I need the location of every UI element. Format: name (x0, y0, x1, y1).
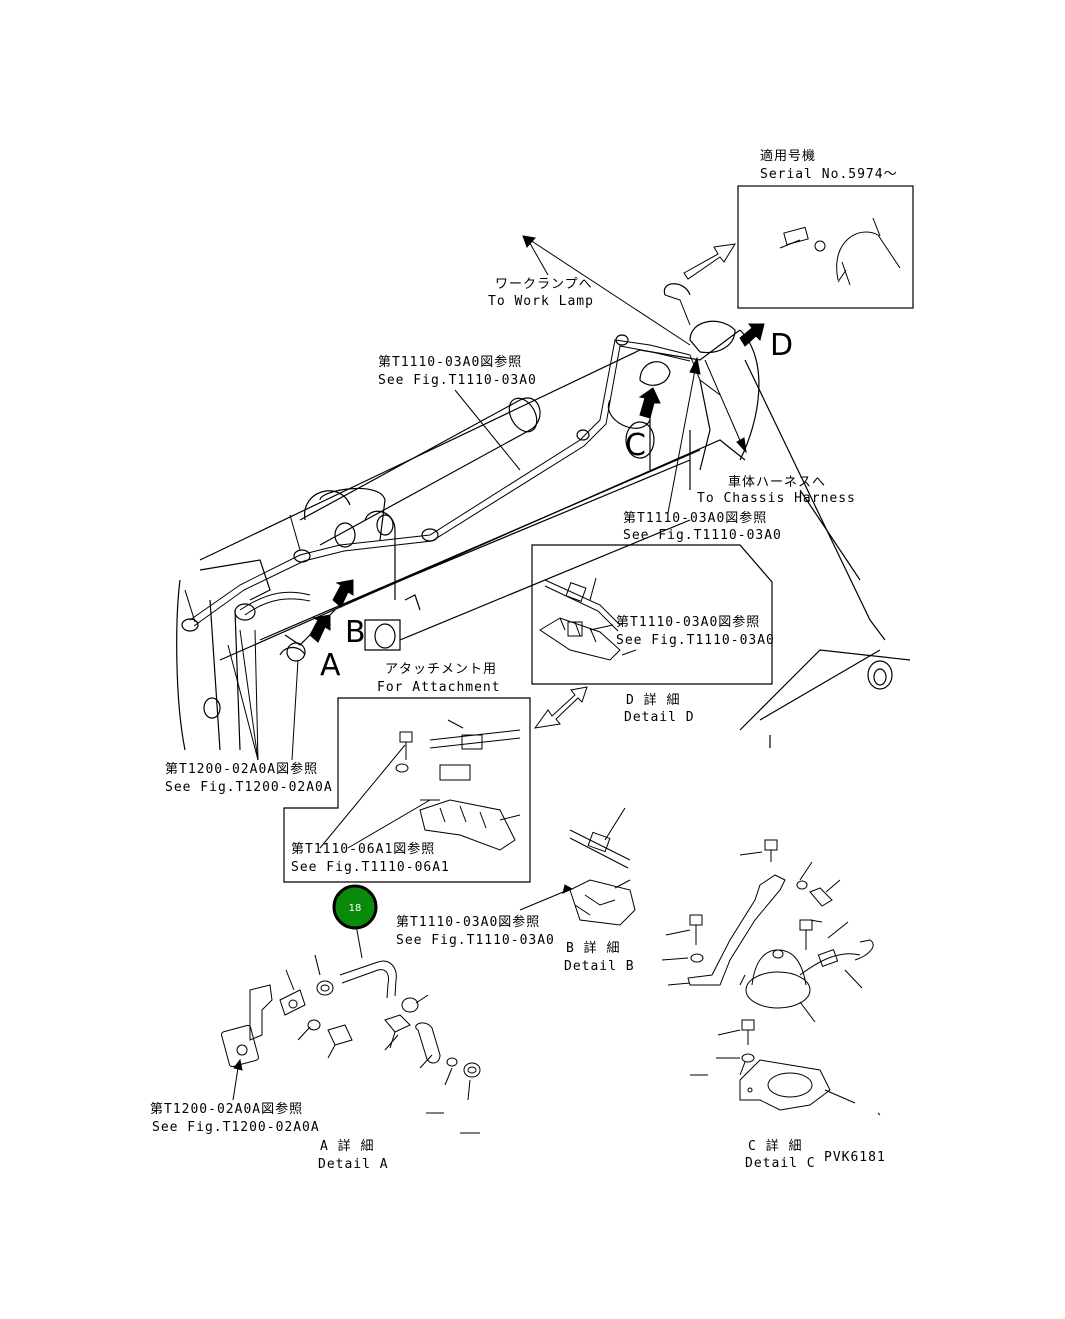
detail-c: C 詳 細 Detail C PVK6181 (661, 839, 886, 1171)
ref-top-en: See Fig.T1110-03A0 (378, 373, 537, 388)
ref-mid-en: See Fig.T1110-03A0 (623, 528, 782, 543)
ref-left-en: See Fig.T1200-02A0A (165, 780, 333, 795)
chassis-arrow-icon (736, 437, 747, 454)
detail-a-label-en: Detail A (318, 1157, 389, 1172)
work-lamp-leader-2 (526, 237, 549, 276)
serial-detail: 適用号機 Serial No.5974〜 (737, 148, 914, 309)
work-lamp-label-en: To Work Lamp (488, 294, 594, 309)
letter-c: C (625, 428, 646, 463)
detail-d: 第T1110-03A0図参照 See Fig.T1110-03A0 D 詳 細 … (531, 544, 775, 725)
ref-left-jp: 第T1200-02A0A図参照 (165, 761, 318, 777)
serial-label-en: Serial No.5974〜 (760, 167, 898, 182)
attachment-detail: 第T1110-06A1図参照 See Fig.T1110-06A1 (283, 697, 531, 883)
detail-c-label-en: Detail C (745, 1156, 816, 1171)
attach-leader-2 (347, 799, 431, 849)
detail-a-label-jp: A 詳 細 (320, 1138, 374, 1154)
ref-attach-jp: 第T1110-06A1図参照 (291, 841, 435, 857)
detail-b-label-en: Detail B (564, 959, 635, 974)
location-arrows (309, 323, 765, 643)
letter-b: B (345, 615, 366, 650)
chassis-label-en: To Chassis Harness (697, 491, 856, 506)
ref-attach-en: See Fig.T1110-06A1 (291, 860, 450, 875)
serial-detail-parts (779, 217, 901, 286)
excavator-main-assembly (176, 283, 911, 751)
detail-c-parts (661, 839, 881, 1116)
detail-d-parts (539, 577, 637, 661)
letter-d: D (770, 328, 793, 363)
detail-b: 第T1110-03A0図参照 See Fig.T1110-03A0 B 詳 細 … (396, 807, 636, 974)
ref-top-jp: 第T1110-03A0図参照 (378, 354, 522, 370)
arrow-c-icon (638, 387, 661, 419)
attach-leader-1 (319, 744, 406, 849)
ref-mid-arrow-icon (689, 356, 701, 375)
arrow-d-icon (739, 323, 765, 347)
ref-detail-b-jp: 第T1110-03A0図参照 (396, 914, 540, 930)
detail-c-label-jp: C 詳 細 (748, 1138, 802, 1154)
detail-d-frame (531, 544, 773, 685)
drawing-code: PVK6181 (824, 1150, 886, 1165)
ref-detail-d-jp: 第T1110-03A0図参照 (616, 614, 760, 630)
detail-b-leader (519, 889, 569, 911)
letter-a: A (320, 648, 341, 683)
detail-a-arrow-icon (233, 1058, 243, 1071)
part-badge-circle[interactable] (332, 884, 378, 930)
ref-detail-a-jp: 第T1200-02A0A図参照 (150, 1101, 303, 1117)
arrow-b-icon (332, 579, 354, 608)
chassis-leader (704, 359, 743, 446)
ref-detail-b-en: See Fig.T1110-03A0 (396, 933, 555, 948)
detail-b-label-jp: B 詳 細 (566, 940, 620, 956)
ref-detail-d-en: See Fig.T1110-03A0 (616, 633, 775, 648)
attachment-label-en: For Attachment (377, 680, 501, 695)
serial-detail-frame (737, 185, 914, 309)
double-arrow-icon (533, 686, 588, 729)
work-lamp-leader (526, 237, 691, 346)
arrow-a-icon (309, 614, 331, 643)
work-lamp-arrow-icon (522, 235, 536, 248)
part-badge-18[interactable]: 18 (332, 884, 378, 930)
serial-pointer-arrow-icon (683, 243, 736, 280)
attachment-frame (283, 697, 531, 883)
attachment-label-jp: アタッチメント用 (385, 662, 497, 677)
ref-mid-leader (667, 369, 696, 514)
detail-b-arrow-icon (562, 884, 574, 894)
detail-d-label-en: Detail D (624, 710, 695, 725)
attachment-parts (395, 719, 521, 851)
detail-a-parts (221, 924, 481, 1134)
detail-d-label-jp: D 詳 細 (626, 692, 680, 708)
ref-detail-a-en: See Fig.T1200-02A0A (152, 1120, 320, 1135)
ref-mid-jp: 第T1110-03A0図参照 (623, 510, 767, 526)
harness-lines (189, 294, 721, 627)
detail-a: 第T1200-02A0A図参照 See Fig.T1200-02A0A A 詳 … (150, 924, 481, 1172)
work-lamp-label-jp: ワークランプへ (495, 277, 593, 292)
ref-top-leader (454, 389, 521, 471)
chassis-label-jp: 車体ハーネスへ (728, 475, 826, 490)
part-badge-label[interactable]: 18 (349, 903, 362, 914)
detail-b-parts (569, 807, 636, 926)
serial-label-jp: 適用号機 (760, 148, 816, 164)
detail-a-leader (232, 1067, 239, 1101)
ref-left-leaders (184, 514, 301, 761)
